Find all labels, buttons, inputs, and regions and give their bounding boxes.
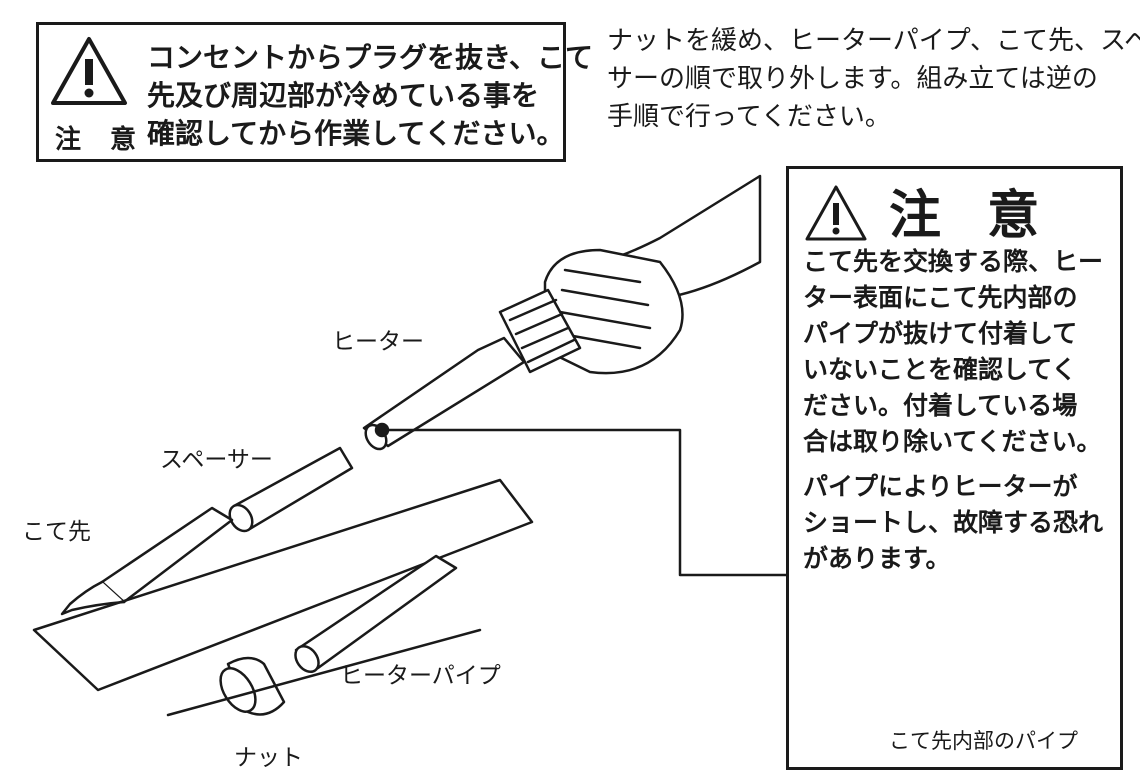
warning-triangle-icon [805,185,867,241]
inner-pipe-label: こて先内部のパイプ [889,729,1078,753]
top-warning-message: コンセントからプラグを抜き、こて 先及び周辺部が冷めている事を 確認してから作業… [147,41,594,150]
top-warning-title: 注 意 [55,125,147,155]
instruction-text: ナットを緩め、ヒーターパイプ、こて先、スペー サーの順で取り外します。組み立ては… [607,26,1140,132]
heater-pipe-part [294,554,458,670]
leader-line [380,428,788,577]
label-spacer: スペーサー [160,447,273,473]
label-heater: ヒーター [332,329,424,355]
heater-rod [362,336,526,448]
iron-threaded-collar [498,288,582,374]
caution-paragraph-1: こて先を交換する際、ヒー ター表面にこて先内部の パイプが抜けて付着して いない… [803,247,1104,456]
top-warning-box: 注 意 コンセントからプラグを抜き、こて 先及び周辺部が冷めている事を 確認して… [36,22,593,162]
caution-box: 注 意 こて先を交換する際、ヒー ター表面にこて先内部の パイプが抜けて付着して… [786,166,1123,770]
caution-paragraph-2: パイプによりヒーターが ショートし、故障する恐れ があります。 [803,472,1104,573]
iron-grip [543,248,684,375]
warning-triangle-icon [51,37,127,105]
caution-title: 注 意 [889,186,1054,246]
label-tip: こて先 [22,519,91,545]
label-nut: ナット [234,745,303,771]
label-heater-pipe: ヒーターパイプ [340,663,501,689]
spacer-part [232,446,354,532]
parts-tray [32,478,534,692]
